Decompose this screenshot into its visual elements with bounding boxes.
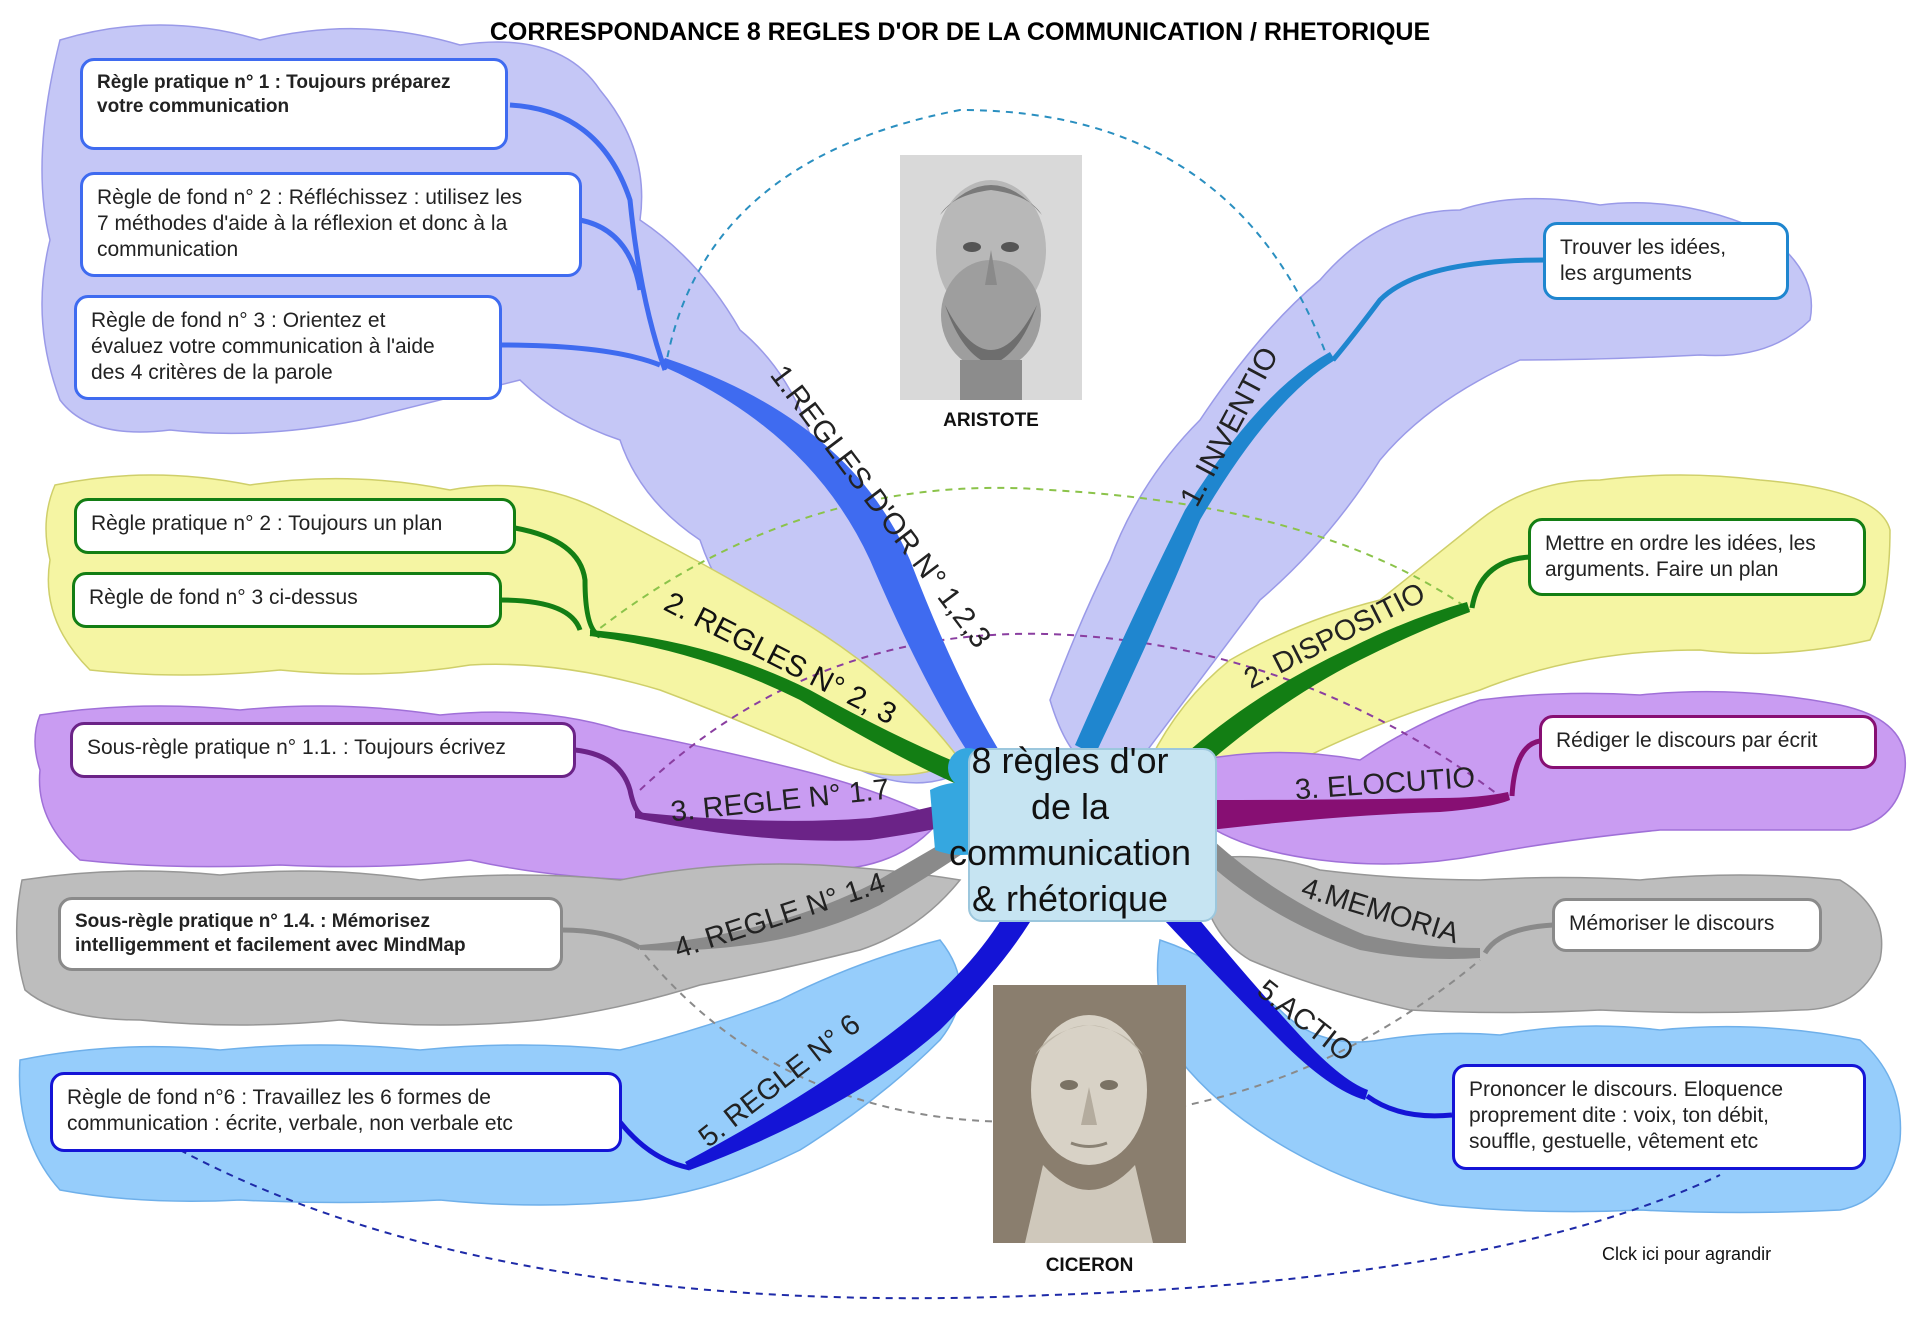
connector-p5 [1365, 1093, 1453, 1119]
box-regle-fond-2[interactable]: Règle de fond n° 2 : Réfléchissez : util… [80, 172, 582, 277]
central-node[interactable] [968, 748, 1217, 922]
box-regle-fond-3[interactable]: Règle de fond n° 3 : Orientez et évaluez… [74, 295, 502, 400]
connector-r3 [499, 342, 661, 368]
arc-green [589, 486, 1471, 637]
box-memoria[interactable]: Mémoriser le discours [1552, 898, 1822, 952]
arc-blue [664, 108, 1331, 371]
box-dispositio[interactable]: Mettre en ordre les idées, les arguments… [1528, 518, 1866, 596]
central-node-label: 8 règles d'or de la communication & rhét… [948, 740, 1192, 919]
box-regle-fond-3-bis[interactable]: Règle de fond n° 3 ci-dessus [72, 572, 502, 628]
connector-r8 [618, 1120, 691, 1171]
ribbon-regle-1-4 [640, 830, 975, 951]
ciceron-caption: CICERON [1045, 1255, 1134, 1276]
box-regle-pratique-1[interactable]: Règle pratique n° 1 : Toujours préparez … [80, 58, 508, 150]
connector-p3 [1509, 738, 1541, 797]
ribbon-actio [1150, 890, 1368, 1100]
connector-p1 [1331, 257, 1546, 362]
ribbon-regle-6 [685, 895, 1040, 1170]
branch-ribbons [590, 352, 1510, 1170]
aristote-caption: ARISTOTE [943, 410, 1039, 431]
box-elocutio[interactable]: Rédiger le discours par écrit [1539, 715, 1877, 769]
ciceron-portrait [993, 985, 1186, 1243]
cloud-memoria [1199, 855, 1883, 1014]
bust-image [993, 985, 1186, 1243]
connector-p4 [1482, 922, 1554, 955]
connector-r6 [574, 747, 646, 819]
connector-r5 [499, 597, 583, 631]
ribbon-inventio [1075, 352, 1335, 755]
page-title: CORRESPONDANCE 8 REGLES D'OR DE LA COMMU… [489, 18, 1431, 46]
box-actio[interactable]: Prononcer le discours. Eloquence proprem… [1452, 1064, 1866, 1170]
ribbon-regles-1-2-3 [660, 358, 1005, 770]
box-regle-fond-6[interactable]: Règle de fond n°6 : Travaillez les 6 for… [50, 1072, 622, 1152]
connector-r2 [579, 217, 643, 291]
box-inventio[interactable]: Trouver les idées, les arguments [1543, 222, 1789, 300]
ribbon-regles-2-3 [590, 630, 975, 790]
aristote-portrait [900, 155, 1082, 400]
connector-r4 [514, 525, 602, 639]
connector-r7 [561, 927, 642, 951]
ribbon-dispositio [1190, 602, 1470, 770]
enlarge-link[interactable]: Clck ici pour agrandir [1602, 1244, 1772, 1264]
cloud-inventio [1049, 197, 1813, 773]
ribbon-elocutio [1210, 792, 1510, 830]
ribbon-regle-1-7 [635, 795, 970, 841]
connector-p2 [1469, 554, 1531, 609]
box-sous-regle-1-1[interactable]: Sous-règle pratique n° 1.1. : Toujours é… [70, 722, 576, 778]
box-sous-regle-1-4[interactable]: Sous-règle pratique n° 1.4. : Mémorisez … [58, 897, 563, 971]
box-regle-pratique-2[interactable]: Règle pratique n° 2 : Toujours un plan [74, 498, 516, 554]
bust-image [900, 155, 1082, 400]
ribbon-memoria [1205, 842, 1480, 959]
connector-r1 [509, 102, 668, 371]
arc-purple [639, 632, 1506, 801]
box-connectors [499, 102, 1554, 1171]
